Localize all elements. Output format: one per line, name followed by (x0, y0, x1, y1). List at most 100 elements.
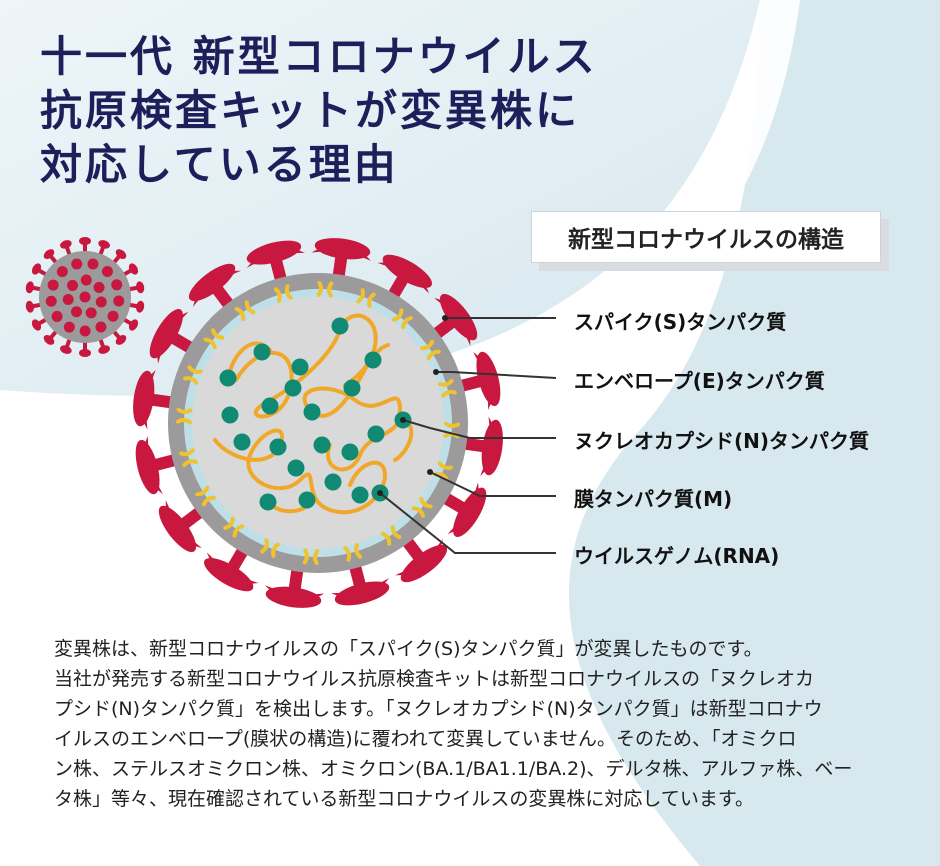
envelope-protein (380, 525, 402, 546)
callout-lines (379, 317, 557, 554)
small-virus-dot (47, 279, 59, 291)
small-virus-dot (56, 266, 68, 278)
membrane-callout-line (429, 471, 556, 497)
virus-structure (133, 238, 503, 608)
envelope-protein (302, 548, 320, 566)
small-virus-icon (25, 237, 145, 357)
nucleocapsid-protein (367, 425, 385, 443)
small-virus-dot (45, 295, 57, 307)
nucleocapsid-protein (364, 351, 382, 369)
small-virus-dot (80, 274, 92, 286)
spike-protein (264, 562, 325, 608)
nucleocapsid-protein (324, 473, 342, 491)
envelope-protein (391, 308, 413, 330)
envelope-protein (411, 496, 433, 518)
nucleocapsid-protein (253, 343, 271, 361)
small-spike (127, 300, 145, 313)
title-line: 対応している理由 (40, 140, 399, 189)
body-line: 変異株は、新型コロナウイルスの「スパイク(S)タンパク質」が変異したものです。 (54, 638, 763, 660)
label-envelope-protein: エンベロープ(E)タンパク質 (574, 369, 825, 393)
title-line: 抗原検査キットが変異株に (40, 86, 581, 135)
small-virus-dot (51, 310, 63, 322)
envelope-callout-line (436, 371, 557, 379)
nucleocapsid-protein (331, 317, 349, 335)
nucleocapsid-protein (284, 379, 302, 397)
nucleocapsid-protein (261, 397, 279, 415)
envelope-protein (175, 407, 193, 425)
small-spike (79, 341, 91, 357)
small-spike (31, 317, 48, 331)
small-spike (127, 281, 145, 294)
envelope-protein (438, 378, 457, 398)
small-spike (60, 337, 72, 354)
small-virus-dot (111, 279, 123, 291)
envelope-protein (203, 328, 225, 350)
structure-heading: 新型コロナウイルスの構造 (568, 227, 844, 253)
label-spike-protein: スパイク(S)タンパク質 (574, 310, 787, 334)
small-spike (43, 329, 59, 345)
spike-protein (311, 238, 372, 284)
small-spike (111, 329, 127, 345)
nucleocapsid-protein (219, 369, 237, 387)
nucleocapsid-protein (303, 403, 321, 421)
nucleocapsid-protein (269, 438, 287, 456)
body-line: タ株」等々、現在確認されている新型コロナウイルスの変異株に対応しています。 (54, 788, 754, 810)
small-spike (122, 263, 139, 277)
small-spike (122, 317, 139, 331)
nucleocapsid-protein (351, 486, 369, 504)
title-line: 十一代 新型コロナウイルス (40, 32, 598, 81)
small-spike (98, 240, 110, 257)
envelope-protein (420, 339, 441, 361)
small-spike (98, 337, 110, 354)
envelope-protein (195, 485, 216, 507)
small-virus-dot (62, 294, 74, 306)
envelope-protein (273, 284, 293, 303)
small-virus-dot (101, 265, 113, 277)
small-virus-dot (95, 296, 107, 308)
nucleocapsid-protein (341, 443, 359, 461)
page-title: 十一代 新型コロナウイルス 抗原検査キットが変異株に 対応している理由 (40, 30, 598, 192)
small-spike (43, 249, 59, 265)
small-spike (25, 300, 43, 313)
small-virus-dot (71, 258, 83, 270)
small-virus-dot (67, 279, 79, 291)
body-line: イルスのエンベロープ(膜状の構造)に覆われて変異していません。そのため、「オミク… (54, 728, 797, 750)
nucleocapsid-callout-line (402, 419, 556, 439)
small-virus-dot (113, 295, 125, 307)
nucleocapsid-protein (313, 436, 331, 454)
envelope-protein (223, 516, 245, 538)
small-spike (60, 240, 72, 257)
small-virus-dot (79, 291, 91, 303)
small-virus-dot (95, 321, 107, 333)
envelope-protein (316, 280, 334, 298)
small-spike (79, 237, 91, 253)
body-line: ン株、ステルスオミクロン株、オミクロン(BA.1/BA1.1/BA.2)、デルタ… (54, 758, 853, 780)
envelope-protein (183, 365, 203, 385)
envelope-protein (343, 543, 363, 562)
label-virus-genome: ウイルスゲノム(RNA) (574, 544, 780, 568)
nucleocapsid-protein (259, 493, 277, 511)
genome-callout-line (379, 492, 556, 554)
spike-proteins (133, 238, 503, 608)
small-virus-dot (93, 281, 105, 293)
nucleocapsid-protein (221, 406, 239, 424)
envelope-protein (260, 538, 280, 558)
small-virus-dot (87, 258, 99, 270)
label-nucleocapsid-protein: ヌクレオカプシド(N)タンパク質 (574, 429, 870, 453)
nucleocapsid-protein (291, 358, 309, 376)
small-spike (31, 263, 48, 277)
small-virus-dot (70, 306, 82, 318)
small-virus-dot (85, 307, 97, 319)
body-line: 当社が発売する新型コロナウイルス抗原検査キットは新型コロナウイルスの「ヌクレオカ (54, 668, 815, 690)
envelope-proteins (175, 280, 461, 566)
label-membrane-protein: 膜タンパク質(M) (574, 487, 733, 511)
small-virus-dot (79, 325, 91, 337)
body-line: プシド(N)タンパク質」を検出します。「ヌクレオカプシド(N)タンパク質」は新型… (54, 698, 823, 720)
nucleocapsid-protein (343, 379, 361, 397)
nucleocapsid-proteins (219, 317, 412, 511)
small-spike (111, 249, 127, 265)
envelope-protein (179, 448, 198, 468)
structure-heading-box: 新型コロナウイルスの構造 (531, 211, 881, 263)
callout-dots (377, 315, 448, 496)
nucleocapsid-protein (287, 459, 305, 477)
